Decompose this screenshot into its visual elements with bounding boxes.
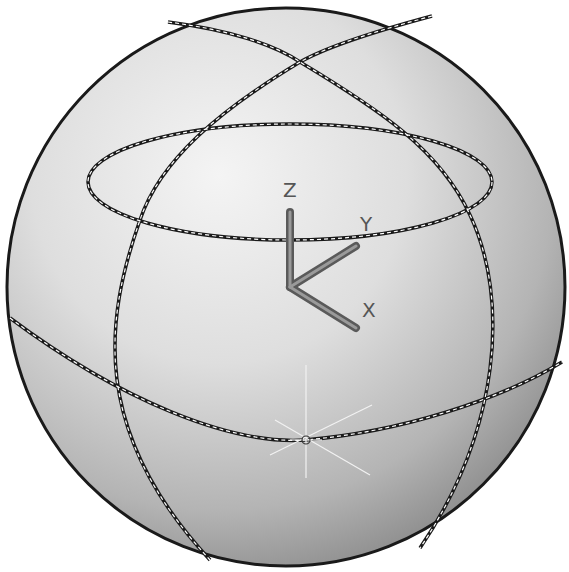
axis-label: Y	[360, 214, 372, 234]
axis-label: Z	[283, 180, 297, 200]
sphere-body	[7, 8, 565, 566]
wire-curves	[10, 16, 562, 560]
axis-label: X	[362, 300, 376, 320]
ucs-icon	[290, 212, 356, 328]
point-marker	[270, 365, 372, 478]
